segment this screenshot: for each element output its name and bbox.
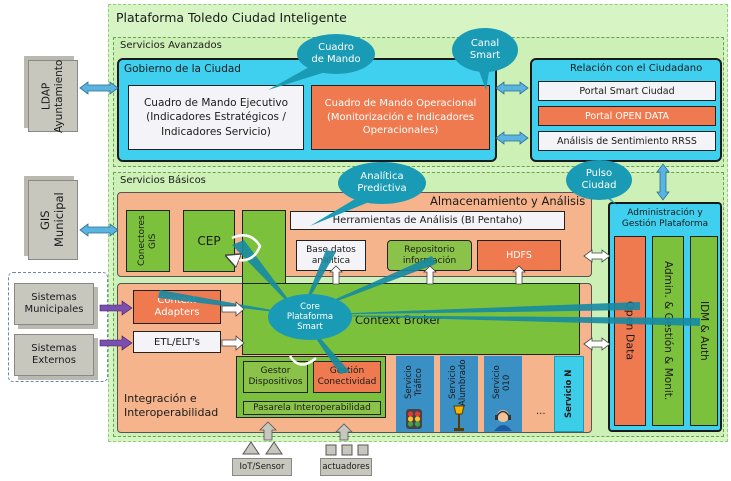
iot-sensor-box: IoT/Sensor (232, 458, 292, 476)
citizen-item-portal-smart: Portal Smart Ciudad (538, 81, 716, 101)
operational-dashboard: Cuadro de Mando Operacional (Monitorizac… (311, 85, 490, 150)
actuators-box: actuadores (320, 458, 372, 476)
service-n (554, 356, 584, 432)
admin-monitor-column: Admin. & Gestión & Monit. (652, 236, 684, 426)
operator-icon (492, 407, 514, 431)
platform-title: Plataforma Toledo Ciudad Inteligente (116, 10, 347, 25)
db-analytics: Base datos analítica (296, 240, 366, 271)
citizen-item-sentiment: Análisis de Sentimiento RRSS (538, 131, 716, 151)
interop-gateway: Pasarela Interoperabilidad (243, 401, 381, 415)
callout-city-pulse: Pulso Ciudad (566, 160, 632, 200)
citizen-title: Relación con el Ciudadano (570, 63, 703, 74)
callout-predictive-analytics: Analítica Predictiva (338, 162, 426, 204)
citizen-item-open-data: Portal OPEN DATA (538, 106, 716, 126)
storage-title: Almacenamiento y Análisis (430, 194, 586, 208)
etl-box: ETL/ELT's (133, 331, 221, 353)
callout-core-platform: Core Plataforma Smart (268, 294, 352, 340)
analysis-tools: Herramientas de Análisis (BI Pentaho) (290, 211, 565, 230)
basic-services-title: Servicios Básicos (120, 175, 206, 186)
traffic-light-icon (404, 408, 424, 430)
advanced-services-title: Servicios Avanzados (120, 40, 222, 51)
callout-smart-channel: Canal Smart (452, 28, 518, 72)
callout-dashboard: Cuadro de Mando (297, 34, 375, 74)
government-title: Gobierno de la Ciudad (124, 63, 241, 75)
external-systems-box: Sistemas Externos (14, 334, 94, 376)
actuator-icon (324, 442, 370, 456)
external-systems-group (8, 272, 108, 382)
street-lamp-icon (451, 404, 467, 432)
executive-dashboard: Cuadro de Mando Ejecutivo (Indicadores E… (128, 85, 304, 150)
connectivity-manager: Gestión Conectividad (313, 361, 381, 393)
admin-title: Administración y Gestión Plataforma (621, 207, 709, 229)
integration-title: Integración e Interoperabilidad (124, 392, 219, 419)
municipal-systems-box: Sistemas Municipales (14, 283, 94, 325)
service-ellipsis: ... (536, 406, 546, 417)
idm-column: IDM & Auth (690, 236, 718, 426)
sensor-icon (238, 440, 288, 456)
device-manager: Gestor Dispositivos (243, 361, 308, 393)
open-data-column: Open Data (614, 236, 646, 426)
